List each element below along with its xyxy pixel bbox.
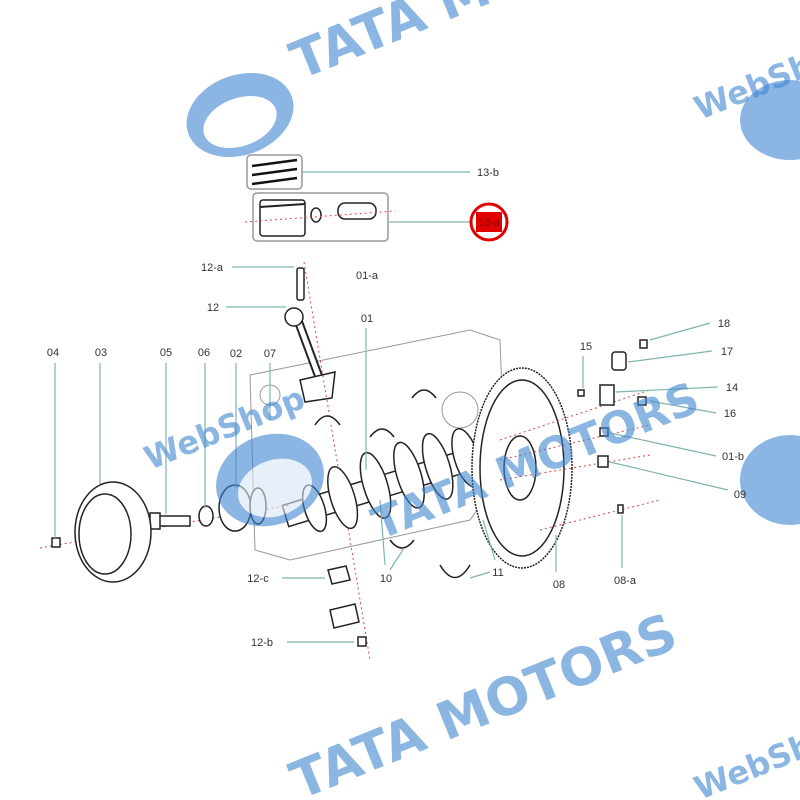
callout-12-b[interactable]: 12-b: [251, 637, 273, 649]
watermark-brand: TATA MOTORS: [0, 603, 6, 800]
watermark-sub: WebShop: [139, 379, 310, 478]
callout-01-b[interactable]: 01-b: [722, 451, 744, 463]
highlight-box: [476, 212, 502, 232]
callout-04[interactable]: 04: [47, 347, 59, 359]
callout-08-a[interactable]: 08-a: [614, 575, 637, 587]
callout-labels: 13-b 12-a 01-a 12 01 04 03 05 06 02 07 1…: [47, 167, 746, 649]
callout-10[interactable]: 10: [380, 573, 392, 585]
callout-06[interactable]: 06: [198, 347, 210, 359]
watermark-sub: WebShop: [689, 29, 800, 128]
callout-13-a: 13-a: [478, 217, 501, 229]
sensor-parts: [577, 339, 648, 514]
callout-15[interactable]: 15: [580, 341, 592, 353]
flywheel: [471, 367, 661, 569]
piston-rings: [246, 154, 303, 190]
callout-07[interactable]: 07: [264, 348, 276, 360]
callout-08[interactable]: 08: [553, 579, 565, 591]
front-parts: [39, 481, 291, 583]
callout-12[interactable]: 12: [207, 302, 219, 314]
watermark-brand: TATA MOTORS: [282, 0, 685, 92]
callout-18[interactable]: 18: [718, 318, 730, 330]
callout-05[interactable]: 05: [160, 347, 172, 359]
callout-02[interactable]: 02: [230, 348, 242, 360]
leader-lines: [54, 171, 729, 643]
callout-16[interactable]: 16: [724, 408, 736, 420]
callout-17[interactable]: 17: [721, 346, 733, 358]
callout-03[interactable]: 03: [95, 347, 107, 359]
watermark-brand: TATA MOTORS: [0, 243, 6, 452]
callout-12-a[interactable]: 12-a: [201, 262, 224, 274]
callout-01[interactable]: 01: [361, 313, 373, 325]
callout-14[interactable]: 14: [726, 382, 738, 394]
callout-01-a[interactable]: 01-a: [356, 270, 379, 282]
hotspot-13-a[interactable]: 13-a: [469, 202, 509, 242]
bearing-shells: [314, 389, 471, 647]
callout-11[interactable]: 11: [492, 567, 503, 579]
callout-12-c[interactable]: 12-c: [247, 573, 269, 585]
connecting-rod: [284, 261, 371, 661]
callout-13-b[interactable]: 13-b: [477, 167, 499, 179]
callout-09[interactable]: 09: [734, 489, 746, 501]
watermark-sub: WebShop: [689, 709, 800, 800]
piston-kit: [244, 192, 396, 242]
watermark-brand: TATA MOTORS: [282, 603, 685, 800]
